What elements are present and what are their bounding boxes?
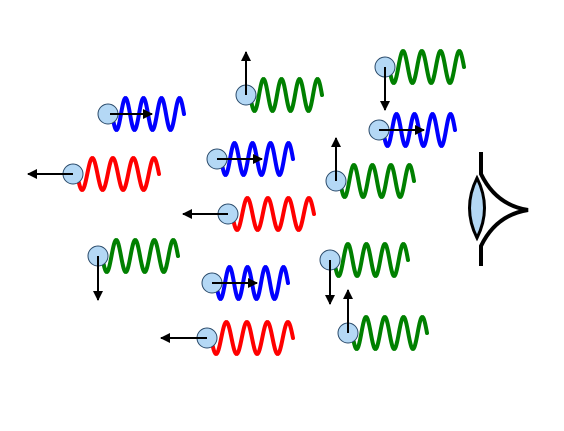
wave-green xyxy=(100,238,180,274)
photon-9 xyxy=(87,238,180,301)
photon-2 xyxy=(235,51,324,113)
eye-lens xyxy=(468,174,486,242)
wave-red xyxy=(230,196,316,232)
eye-icon xyxy=(468,152,529,266)
photon-8 xyxy=(182,196,316,232)
eye-outline xyxy=(479,152,529,266)
photon-layer xyxy=(27,49,466,356)
photon-6 xyxy=(368,112,457,148)
photon-5 xyxy=(27,156,161,192)
photon-1 xyxy=(97,96,186,132)
photon-3 xyxy=(374,49,466,111)
photon-4 xyxy=(206,141,295,177)
photon-11 xyxy=(319,242,410,305)
wave-green xyxy=(338,163,416,199)
wave-green xyxy=(350,315,429,351)
wave-red xyxy=(209,320,295,356)
photon-13 xyxy=(337,289,429,351)
photon-10 xyxy=(201,265,290,301)
wave-green xyxy=(248,77,324,113)
photon-7 xyxy=(325,137,416,199)
photon-12 xyxy=(160,320,295,356)
wave-green xyxy=(387,49,466,85)
wave-green xyxy=(332,242,410,278)
wave-red xyxy=(75,156,161,192)
